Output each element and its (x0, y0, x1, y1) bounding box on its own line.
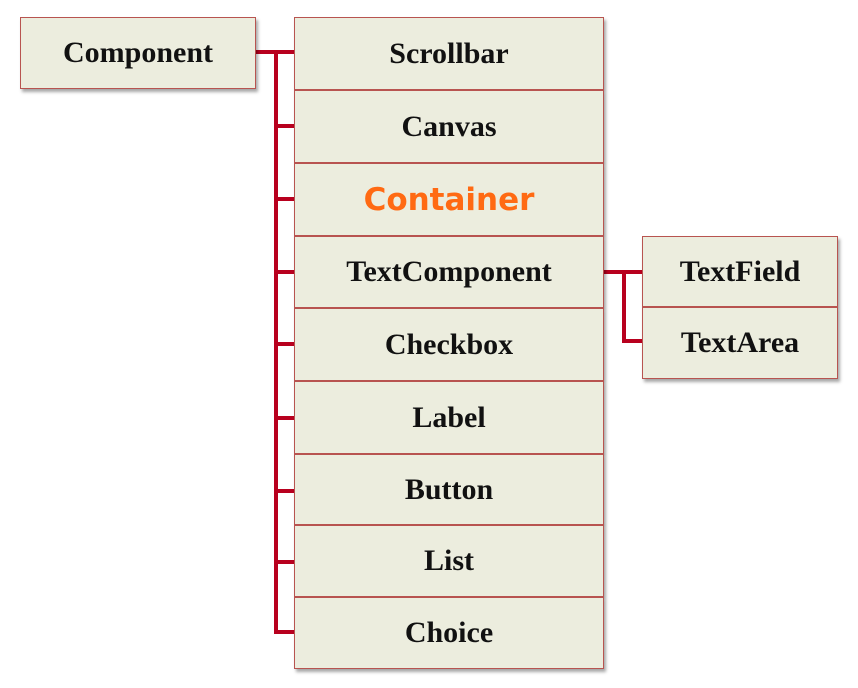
node-choice: Choice (294, 597, 604, 669)
node-component: Component (20, 17, 256, 89)
node-container: Container (294, 163, 604, 236)
branch-label (274, 416, 295, 420)
sub-connector-trunk (622, 270, 626, 343)
branch-list (274, 560, 295, 564)
branch-textarea (622, 339, 643, 343)
branch-canvas (274, 124, 295, 128)
branch-textcomponent (274, 270, 295, 274)
branch-container (274, 197, 295, 201)
node-scrollbar: Scrollbar (294, 17, 604, 90)
node-textcomponent: TextComponent (294, 236, 604, 308)
node-list: List (294, 525, 604, 597)
branch-checkbox (274, 342, 295, 346)
node-canvas: Canvas (294, 90, 604, 163)
branch-scrollbar (274, 50, 295, 54)
node-textarea: TextArea (642, 307, 838, 379)
node-textfield: TextField (642, 236, 838, 307)
node-label: Label (294, 381, 604, 454)
node-checkbox: Checkbox (294, 308, 604, 381)
node-button: Button (294, 454, 604, 525)
branch-choice (274, 630, 295, 634)
branch-button (274, 489, 295, 493)
